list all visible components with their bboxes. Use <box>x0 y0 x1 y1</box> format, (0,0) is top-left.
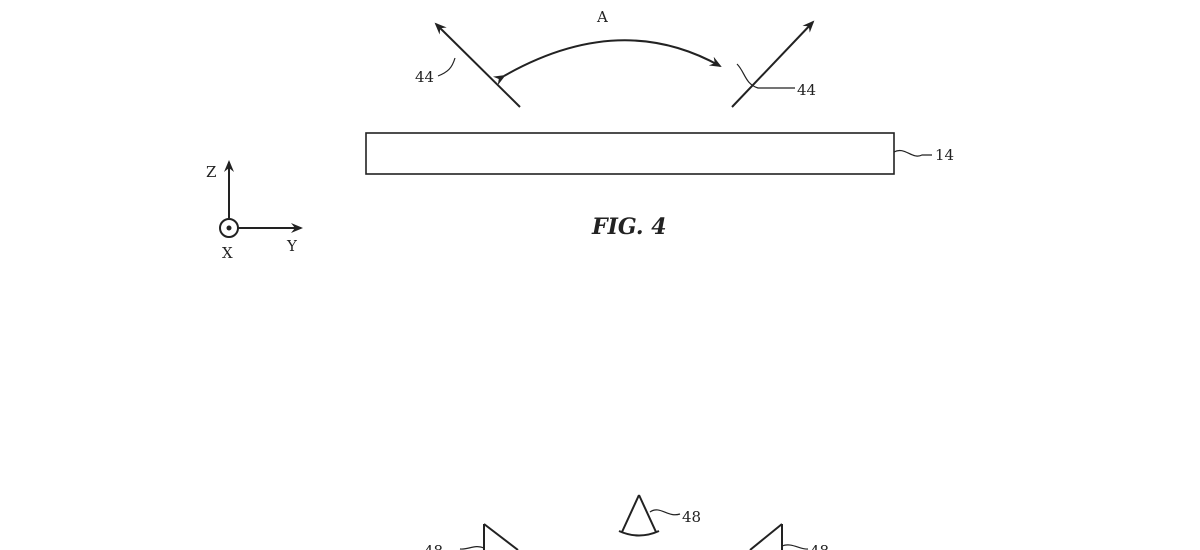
y-axis-label: Y <box>286 237 298 255</box>
right-cone-label: 48 <box>810 542 829 550</box>
top-cone: 48 <box>618 494 701 537</box>
figure-caption: FIG. 4 <box>591 214 667 240</box>
right-arrow-label: 44 <box>797 81 816 99</box>
x-axis-label: X <box>222 244 233 262</box>
left-direction-arrow: 44 <box>415 22 521 108</box>
left-cone: 48 <box>424 523 519 550</box>
left-arrow-label: 44 <box>415 68 434 86</box>
right-direction-arrow: 44 <box>731 20 816 108</box>
right-cone: 48 <box>749 523 829 550</box>
left-cone-label: 48 <box>424 542 443 550</box>
angle-arc: A <box>492 8 722 86</box>
angle-label: A <box>596 8 608 26</box>
axis-indicator: Z Y X <box>206 160 303 262</box>
top-cone-label: 48 <box>682 508 701 526</box>
plate: 14 <box>365 132 954 175</box>
plate-label: 14 <box>935 146 954 164</box>
z-axis-label: Z <box>206 163 216 181</box>
